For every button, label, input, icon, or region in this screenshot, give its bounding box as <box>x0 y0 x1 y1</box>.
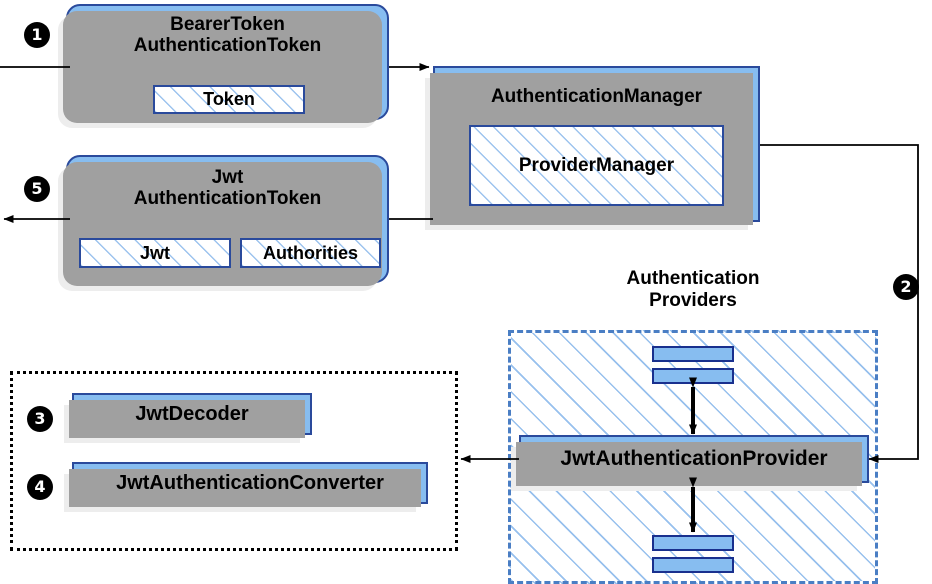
node-jwt-decoder[interactable]: JwtDecoder <box>64 393 312 443</box>
jwt-decoder-title: JwtDecoder <box>135 402 249 425</box>
provider-placeholder-bar-2 <box>652 368 734 384</box>
provider-placeholder-bar-3 <box>652 535 734 551</box>
node-jwt-authentication-provider[interactable]: JwtAuthenticationProvider <box>511 435 869 491</box>
node-authentication-manager[interactable]: AuthenticationManager ProviderManager <box>425 66 760 230</box>
jwt-authentication-provider-title: JwtAuthenticationProvider <box>560 447 828 471</box>
badge-step-1: 1 <box>24 22 50 48</box>
badge-step-4: 4 <box>27 474 53 500</box>
slot-authorities: Authorities <box>240 238 381 268</box>
node-jwt-authentication-token[interactable]: Jwt AuthenticationToken Jwt Authorities <box>58 155 389 291</box>
jwt-token-title: Jwt AuthenticationToken <box>133 167 322 210</box>
badge-step-5: 5 <box>24 176 50 202</box>
badge-step-3: 3 <box>27 406 53 432</box>
jwt-authentication-converter-title: JwtAuthenticationConverter <box>116 471 384 494</box>
slot-jwt: Jwt <box>79 238 231 268</box>
node-bearer-token-authentication-token[interactable]: BearerToken AuthenticationToken Token <box>58 4 389 128</box>
node-jwt-authentication-converter[interactable]: JwtAuthenticationConverter <box>64 462 428 512</box>
jwt-support-container <box>10 371 458 551</box>
provider-placeholder-bar-1 <box>652 346 734 362</box>
authentication-providers-label: Authentication Providers <box>626 268 760 311</box>
slot-provider-manager: ProviderManager <box>469 125 724 206</box>
badge-step-2: 2 <box>893 274 919 300</box>
bearer-token-title: BearerToken AuthenticationToken <box>133 14 322 57</box>
slot-token: Token <box>153 85 305 114</box>
authentication-manager-title: AuthenticationManager <box>490 86 703 107</box>
provider-placeholder-bar-4 <box>652 557 734 573</box>
